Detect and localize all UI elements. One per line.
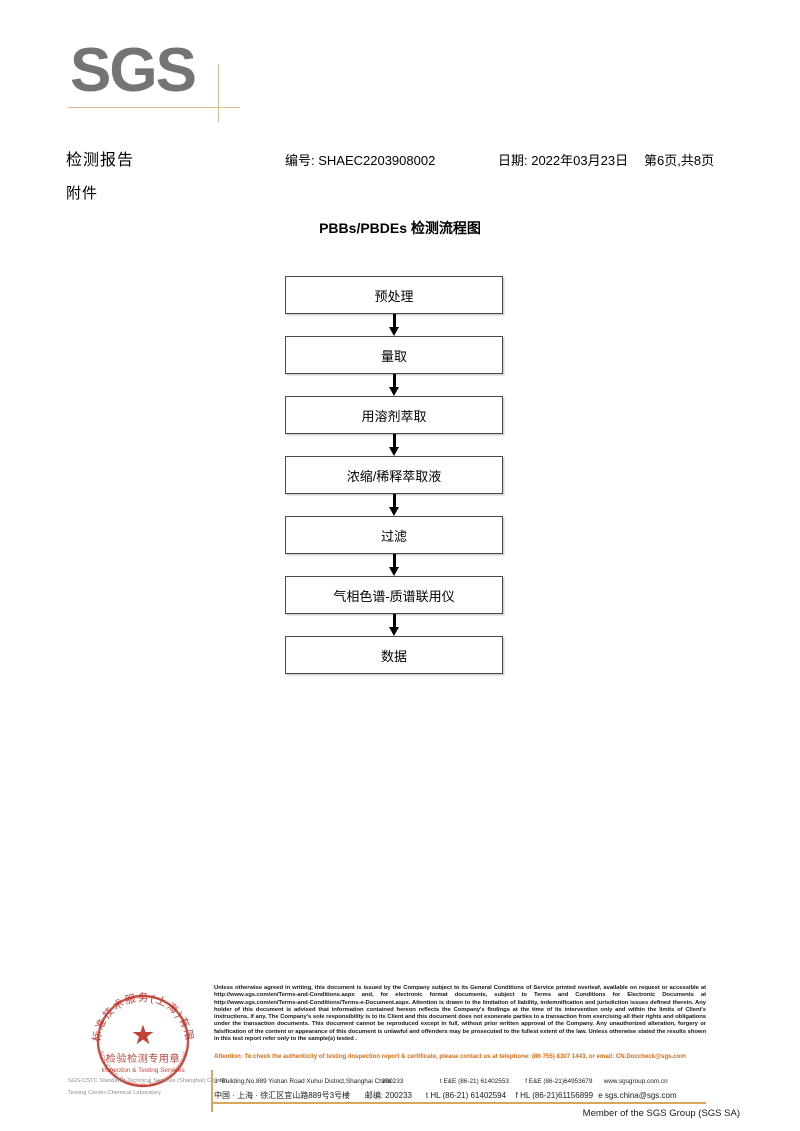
seal-company-line-2: Testing Center-Chemical Laboratory	[68, 1090, 161, 1096]
flow-step-box: 用溶剂萃取	[285, 396, 503, 434]
page-title: 检测报告	[66, 152, 135, 169]
flow-step-box: 数据	[285, 636, 503, 674]
address-row-en: 3ʳᵈBuilding,No.889 Yishan Road Xuhui Dis…	[214, 1074, 706, 1088]
flowchart-title: PBBs/PBDEs 检测流程图	[319, 220, 481, 236]
arrow-shaft	[392, 434, 396, 449]
footer-member-text: Member of the SGS Group (SGS SA)	[582, 1108, 740, 1119]
address-en-tel1: t E&E (86-21) 61402553	[439, 1077, 509, 1085]
arrow-shaft	[392, 614, 396, 629]
logo-horizontal-rule	[68, 107, 240, 108]
flow-step-box: 气相色谱-质谱联用仪	[285, 576, 503, 614]
report-number: 编号: SHAEC2203908002	[285, 153, 436, 168]
footer-address-block: 3ʳᵈBuilding,No.889 Yishan Road Xuhui Dis…	[214, 1074, 706, 1102]
footer-legal-text: Unless otherwise agreed in writing, this…	[214, 985, 706, 1043]
flow-step-box: 浓缩/稀释萃取液	[285, 456, 503, 494]
address-cn-tel1: t HL (86-21) 61402594	[425, 1090, 507, 1100]
footer-horizontal-divider	[211, 1102, 706, 1104]
address-row-cn: 中国 · 上海 · 徐汇区宜山路889号3号楼 邮编: 200233 t HL …	[214, 1088, 706, 1102]
footer-vertical-divider	[211, 1070, 213, 1112]
flow-arrow-down-icon	[285, 494, 503, 516]
footer-attention-text: Attention: To check the authenticity of …	[214, 1053, 686, 1060]
sgs-logo: SGS	[68, 36, 268, 122]
address-cn-zip: 邮编: 200233	[364, 1090, 412, 1100]
arrow-head	[389, 507, 399, 516]
svg-text:★: ★	[131, 1020, 155, 1050]
arrow-head	[389, 327, 399, 336]
flow-arrow-down-icon	[285, 374, 503, 396]
arrow-shaft	[392, 494, 396, 509]
arrow-head	[389, 567, 399, 576]
svg-text:检验检测专用章: 检验检测专用章	[106, 1052, 180, 1065]
flow-step-box: 量取	[285, 336, 503, 374]
flow-arrow-down-icon	[285, 434, 503, 456]
sgs-logo-text: SGS	[70, 36, 197, 105]
svg-text:Inspection & Testing Services: Inspection & Testing Services	[101, 1067, 184, 1074]
page-indicator: 第6页,共8页	[644, 153, 715, 168]
flowchart: 预处理 量取 用溶剂萃取 浓缩/稀释萃取液 过滤 气相色谱-质谱联用仪 数据	[285, 276, 503, 674]
address-cn-email[interactable]: e sgs.china@sgs.com	[598, 1090, 677, 1100]
address-cn-tel2: f HL (86-21)61156899	[515, 1090, 594, 1100]
seal-company-line-1: SGS-CSTC Standards Technical Services (S…	[68, 1078, 230, 1084]
report-date: 日期: 2022年03月23日	[498, 153, 629, 168]
address-en-website[interactable]: www.sgsgroup.com.cn	[603, 1077, 668, 1085]
flow-arrow-down-icon	[285, 614, 503, 636]
flow-step-box: 预处理	[285, 276, 503, 314]
flow-arrow-down-icon	[285, 314, 503, 336]
logo-vertical-rule	[218, 64, 219, 122]
arrow-head	[389, 387, 399, 396]
seal-graphic: 通标标准技术服务(上海)有限公司 ★ 检验检测专用章 Inspection & …	[84, 982, 194, 1089]
arrow-head	[389, 447, 399, 456]
address-en-tel2: f E&E (86-21)64953679	[525, 1077, 593, 1085]
flow-step-box: 过滤	[285, 516, 503, 554]
arrow-shaft	[392, 314, 396, 329]
company-seal-stamp: 通标标准技术服务(上海)有限公司 ★ 检验检测专用章 Inspection & …	[68, 982, 229, 1100]
page-subtitle-attachment: 附件	[66, 185, 99, 202]
address-en-zip: 200233	[382, 1077, 404, 1085]
document-header: 检测报告 附件 编号: SHAEC2203908002 日期: 2022年03月…	[0, 140, 800, 210]
address-cn-street: 中国 · 上海 · 徐汇区宜山路889号3号楼	[214, 1090, 351, 1100]
address-en-street: 3ʳᵈBuilding,No.889 Yishan Road Xuhui Dis…	[214, 1077, 392, 1085]
flow-arrow-down-icon	[285, 554, 503, 576]
arrow-shaft	[392, 374, 396, 389]
arrow-head	[389, 627, 399, 636]
arrow-shaft	[392, 554, 396, 569]
